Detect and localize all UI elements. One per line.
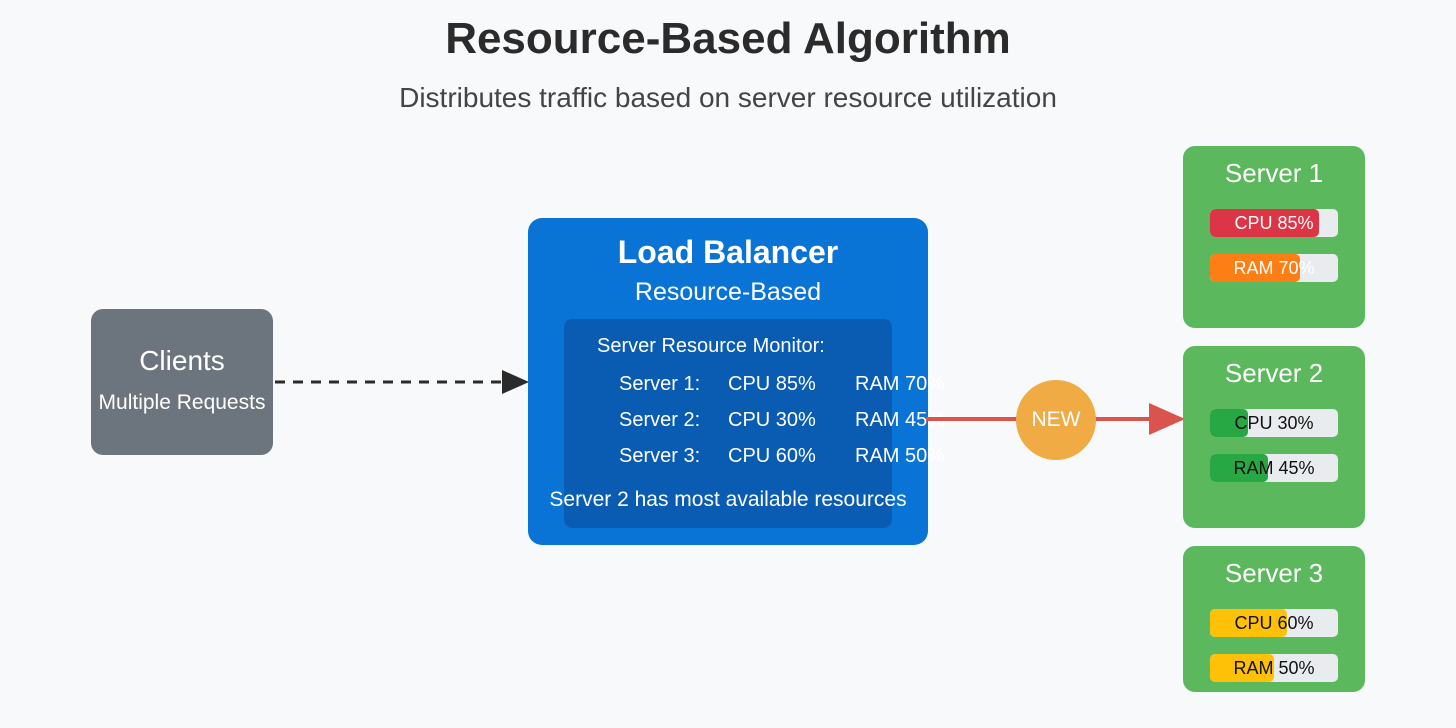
new-request-badge: NEW xyxy=(1016,380,1096,460)
ram-usage-fill xyxy=(1210,254,1300,282)
server-name: Server 3 xyxy=(1224,558,1324,588)
cpu-usage-bar: CPU 60% xyxy=(1210,609,1338,637)
monitor-row-server: Server 1: xyxy=(619,373,701,395)
ram-usage-bar: RAM 45% xyxy=(1210,454,1338,482)
cpu-usage-bar: CPU 30% xyxy=(1210,409,1338,437)
ram-usage-label: RAM 50% xyxy=(1233,657,1315,678)
monitor-row-server: Server 2: xyxy=(619,409,701,431)
cpu-usage-label: CPU 85% xyxy=(1234,212,1314,233)
ram-usage-label: RAM 70% xyxy=(1233,257,1315,278)
diagram-subtitle: Distributes traffic based on server reso… xyxy=(399,82,1057,113)
ram-usage-fill xyxy=(1210,454,1268,482)
ram-usage-fill xyxy=(1210,654,1274,682)
monitor-row-cpu: CPU 85% xyxy=(728,373,816,395)
server-name: Server 1 xyxy=(1224,158,1324,188)
server-name: Server 2 xyxy=(1224,358,1324,388)
server-3-box: Server 3 CPU 60% RAM 50% xyxy=(1183,546,1365,692)
server-1-box: Server 1 CPU 85% RAM 70% xyxy=(1183,146,1365,328)
ram-usage-label: RAM 45% xyxy=(1233,457,1315,478)
monitor-row-cpu: CPU 30% xyxy=(728,409,816,431)
clients-sublabel: Multiple Requests xyxy=(98,391,266,414)
routing-decision-note: Server 2 has most available resources xyxy=(549,488,907,511)
load-balancer-sublabel: Resource-Based xyxy=(634,278,822,306)
diagram-title: Resource-Based Algorithm xyxy=(445,14,1011,63)
load-balancer-label: Load Balancer xyxy=(617,234,839,270)
cpu-usage-fill xyxy=(1210,609,1287,637)
cpu-usage-fill xyxy=(1210,209,1319,237)
monitor-heading: Server Resource Monitor: xyxy=(597,335,825,357)
clients-label: Clients xyxy=(139,345,225,376)
cpu-usage-fill xyxy=(1210,409,1249,437)
cpu-usage-bar: CPU 85% xyxy=(1210,209,1338,237)
server-2-box: Server 2 CPU 30% RAM 45% xyxy=(1183,346,1365,528)
clients-box: Clients Multiple Requests xyxy=(91,309,273,455)
monitor-row-ram: RAM 45% xyxy=(855,409,946,431)
monitor-row-ram: RAM 70% xyxy=(855,373,946,395)
cpu-usage-label: CPU 60% xyxy=(1234,612,1314,633)
monitor-row-server: Server 3: xyxy=(619,445,701,467)
ram-usage-bar: RAM 50% xyxy=(1210,654,1338,682)
monitor-row-cpu: CPU 60% xyxy=(728,445,816,467)
cpu-usage-label: CPU 30% xyxy=(1234,412,1314,433)
ram-usage-bar: RAM 70% xyxy=(1210,254,1338,282)
monitor-row-ram: RAM 50% xyxy=(855,445,946,467)
resource-monitor-panel xyxy=(564,319,892,528)
